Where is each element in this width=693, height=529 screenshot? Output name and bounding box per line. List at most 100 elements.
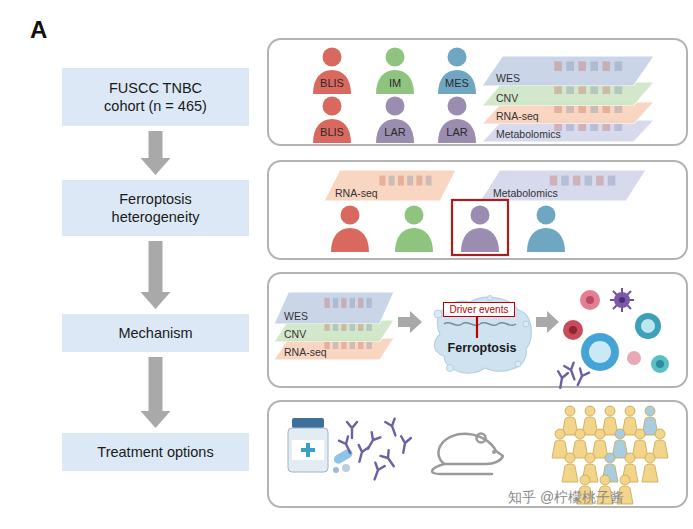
patient-silhouettes [331, 206, 565, 253]
silhouette-head [323, 97, 342, 116]
sheet-detail [596, 176, 603, 186]
patient-crowd [552, 406, 668, 504]
patient-crowd-part [612, 429, 628, 458]
sheet-detail [366, 298, 371, 308]
patient-crowd-part [562, 453, 578, 482]
patient-silhouettes-part-part [527, 228, 565, 252]
sheet-detail [602, 106, 610, 113]
pills-part [342, 464, 350, 472]
sheet-detail [578, 61, 586, 71]
process-box: Ferroptosis heterogeneity [62, 180, 249, 236]
sheet-detail [614, 106, 622, 113]
mouse-outline-part [438, 434, 503, 464]
cell-bubble [523, 321, 529, 327]
sheet-fill [324, 170, 456, 201]
immune-cells-part [580, 290, 600, 310]
sheet-detail [341, 324, 346, 331]
immune-cells-part [563, 320, 583, 340]
antibodies-part [370, 463, 385, 481]
patient-silhouette: IM [373, 46, 417, 94]
sheet-fill [274, 338, 394, 360]
sheet-detail [350, 324, 355, 331]
sheet-fill [482, 120, 654, 142]
silhouette-head [448, 97, 467, 116]
immune-cells-part-part [613, 291, 631, 309]
sheet-detail [554, 86, 562, 94]
mouse-outline [432, 434, 503, 475]
patient-silhouettes-part [527, 206, 565, 253]
sheet-detail [379, 176, 385, 186]
immune-cells-part [573, 368, 589, 387]
patient-crowd-part [562, 406, 578, 435]
omics-label: Metabolomics [496, 128, 561, 140]
patient-crowd-part [552, 429, 568, 458]
antibodies [339, 419, 411, 481]
sheet-detail [602, 61, 610, 71]
patient-crowd-part [602, 453, 618, 482]
immune-cells-part [569, 326, 577, 334]
content-panel: BLISIMMESBLISLARLARWESCNVRNA-seqMetabolo… [267, 38, 688, 146]
node-text: Mechanism [118, 324, 192, 342]
patient-silhouette: BLIS [310, 95, 354, 143]
immune-cells-part [555, 371, 568, 388]
subtype-label: LAR [435, 126, 479, 138]
sheet-detail [585, 176, 592, 186]
omics-label: CNV [496, 92, 518, 104]
antibodies-part [339, 436, 355, 455]
pills [332, 448, 354, 473]
patient-crowd-part [582, 453, 598, 482]
antibodies-part [347, 422, 357, 438]
sheet-detail [341, 342, 346, 349]
patient-crowd-part [617, 475, 633, 504]
pills-part [333, 467, 339, 473]
node-text: Treatment options [97, 443, 213, 461]
patient-crowd-part [572, 429, 588, 458]
subtype-label: BLIS [310, 126, 354, 138]
sheet-detail [590, 106, 598, 113]
omics-label: WES [284, 310, 308, 322]
content-panel: RNA-seqMetabolomics [267, 160, 688, 260]
immune-cells-part [641, 319, 655, 333]
omics-label: WES [496, 72, 520, 84]
patient-silhouette: MES [435, 46, 479, 94]
process-box: Treatment options [62, 433, 249, 471]
mouse-outline-part [493, 451, 495, 453]
sheet-detail [573, 176, 580, 186]
medicine-bottle-part [301, 448, 315, 452]
flow-arrow [398, 311, 422, 333]
sheet-detail [358, 342, 363, 349]
medicine-bottle-part [288, 428, 328, 472]
sheet-detail [324, 298, 329, 308]
omics-label: CNV [284, 328, 306, 340]
immune-cells-part-part [621, 288, 623, 312]
cell-bubble [515, 361, 521, 367]
sheet-fill [274, 292, 394, 324]
patient-crowd-part [622, 453, 638, 482]
data-layer-sheet: WES [274, 292, 394, 324]
dna-strand [444, 323, 516, 326]
immune-cells-part [619, 297, 625, 303]
silhouette-head [323, 48, 342, 67]
patient-crowd-part [577, 475, 593, 504]
immune-cells-part-part [613, 291, 631, 309]
sheet-detail [341, 298, 346, 308]
sheet-fill [480, 170, 646, 201]
patient-silhouettes-part [395, 206, 433, 253]
sheet-fill [482, 102, 654, 124]
sheet-detail [590, 124, 598, 131]
data-layer-sheet: WES [482, 56, 654, 86]
watermark: 知乎 @柠檬桃子酱 [508, 489, 624, 507]
tumor-cell: FerroptosisDriver events [430, 294, 534, 374]
sheet-detail [566, 124, 574, 131]
patient-silhouette: BLIS [310, 46, 354, 94]
sheet-detail [554, 61, 562, 71]
cell-bubble [488, 296, 493, 301]
sheet-fill [482, 82, 654, 106]
silhouette-head [386, 97, 405, 116]
medicine-bottle [288, 418, 328, 472]
process-box: FUSCC TNBC cohort (n = 465) [62, 68, 249, 126]
content-panel [267, 400, 688, 508]
immune-cells-part [586, 296, 594, 304]
